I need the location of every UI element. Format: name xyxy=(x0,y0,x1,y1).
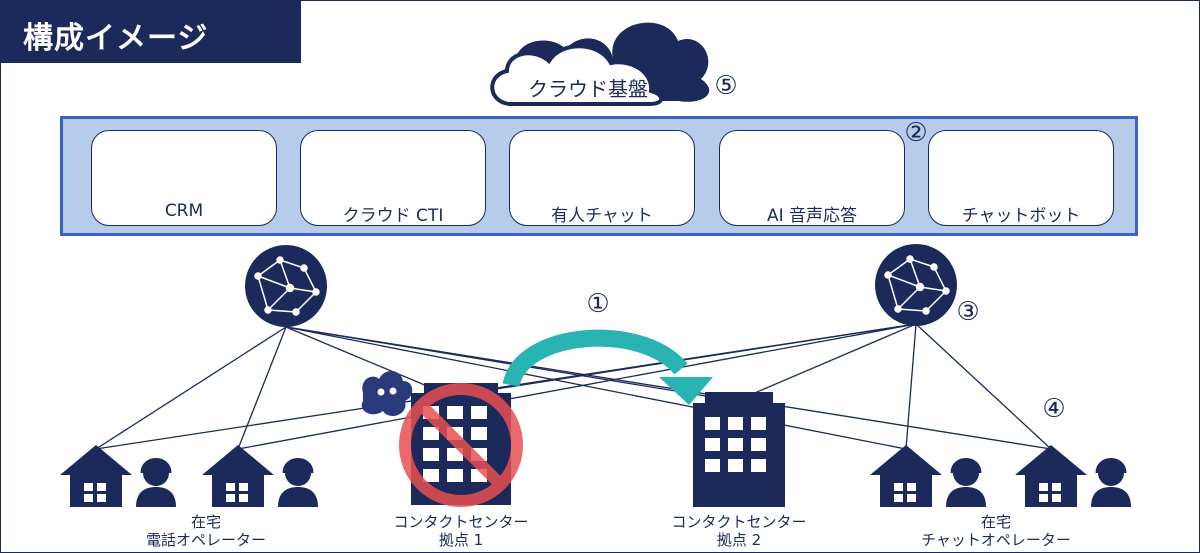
site-label-line: コンタクトセンター xyxy=(671,513,807,531)
site-label-center2: コンタクトセンター 拠点 2 xyxy=(624,513,854,549)
home-operator-icon xyxy=(202,445,318,507)
site-label-home-chat: 在宅 チャットオペレーター xyxy=(881,513,1111,549)
failover-number: ① xyxy=(586,289,610,319)
site-label-home-phone: 在宅 電話オペレーター xyxy=(91,513,321,549)
network-globe-icon xyxy=(245,245,327,327)
network-globe-icon xyxy=(875,244,957,326)
site-label-line: 在宅 xyxy=(980,513,1011,531)
tile-chatbot xyxy=(928,130,1114,226)
network-number: ③ xyxy=(956,297,980,327)
site-label-line: 電話オペレーター xyxy=(145,531,266,549)
tile-crm xyxy=(91,130,277,226)
bug-threat-icon xyxy=(361,370,413,416)
tile-label-ai-voice: AI 音声応答 xyxy=(766,206,858,226)
home-operator-icon xyxy=(60,445,176,507)
cloud-label: クラウド基盤 xyxy=(528,77,648,101)
failover-arrow-icon xyxy=(502,329,713,405)
site-label-line: 在宅 xyxy=(190,513,221,531)
platform-number: ② xyxy=(904,118,928,148)
tile-label-chatbot: チャットボット xyxy=(961,206,1081,226)
site-label-line: チャットオペレーター xyxy=(921,531,1071,549)
remote-number: ④ xyxy=(1042,394,1066,424)
site-label-center1: コンタクトセンター 拠点 1 xyxy=(346,513,576,549)
prohibited-icon xyxy=(399,383,523,507)
cloud-icon xyxy=(490,22,710,106)
page-title: 構成イメージ xyxy=(23,21,209,56)
title-bar: 構成イメージ xyxy=(1,1,301,63)
tile-label-live-chat: 有人チャット xyxy=(551,206,653,226)
home-operator-icon xyxy=(1015,445,1131,507)
tile-ai-voice xyxy=(719,130,905,226)
tile-label-cloud-cti: クラウド CTI xyxy=(342,206,444,226)
tile-live-chat xyxy=(509,130,695,226)
center2-building-icon xyxy=(693,392,785,507)
site-label-line: 拠点 2 xyxy=(716,531,762,549)
cloud-number: ⑤ xyxy=(714,71,738,101)
home-operator-icon xyxy=(870,445,986,507)
tile-label-crm: CRM xyxy=(164,201,204,221)
site-label-line: 拠点 1 xyxy=(438,531,484,549)
tile-cloud-cti xyxy=(300,130,486,226)
site-label-line: コンタクトセンター xyxy=(393,513,529,531)
